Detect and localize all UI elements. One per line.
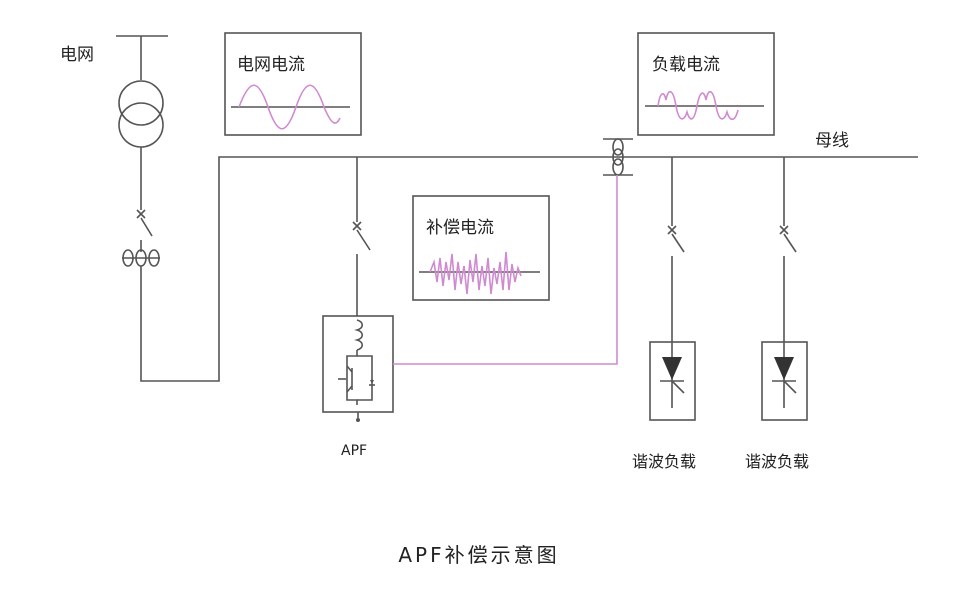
busbar-current-sensor-icon (603, 138, 633, 176)
load-current-waveform (657, 90, 739, 121)
load2-breaker-icon (779, 225, 797, 253)
diode-icon (662, 357, 682, 380)
grid-current-title: 电网电流 (237, 55, 305, 75)
harmonic-load-1-label: 谐波负载 (632, 452, 696, 471)
grid-current-transformer-icon (122, 249, 160, 267)
grid-current-box: 电网电流 (224, 32, 362, 136)
apf-breaker-icon (352, 221, 371, 251)
grid-current-waveform (238, 84, 341, 130)
load-current-box: 负载电流 (637, 32, 775, 136)
grid-breaker-icon (136, 209, 153, 252)
harmonic-load-1-unit (649, 341, 696, 421)
inductor-icon (354, 319, 364, 351)
compensation-current-title: 补偿电流 (426, 218, 494, 238)
diode-icon (774, 357, 794, 380)
busbar (140, 156, 918, 382)
load1-breaker-icon (667, 225, 685, 253)
harmonic-load-2-unit (761, 341, 808, 421)
diagram-caption: APF补偿示意图 (398, 543, 559, 567)
transformer-icon (118, 80, 164, 148)
apf-unit (322, 315, 394, 422)
compensation-current-waveform (429, 251, 522, 295)
load-current-title: 负载电流 (652, 55, 720, 75)
compensation-current-box: 补偿电流 (412, 195, 550, 301)
signal-line (393, 175, 618, 365)
harmonic-load-2-label: 谐波负载 (745, 452, 809, 471)
igbt-icon (338, 350, 375, 405)
grid-label: 电网 (60, 45, 94, 65)
apf-label: APF (341, 443, 367, 459)
busbar-label: 母线 (815, 131, 849, 151)
